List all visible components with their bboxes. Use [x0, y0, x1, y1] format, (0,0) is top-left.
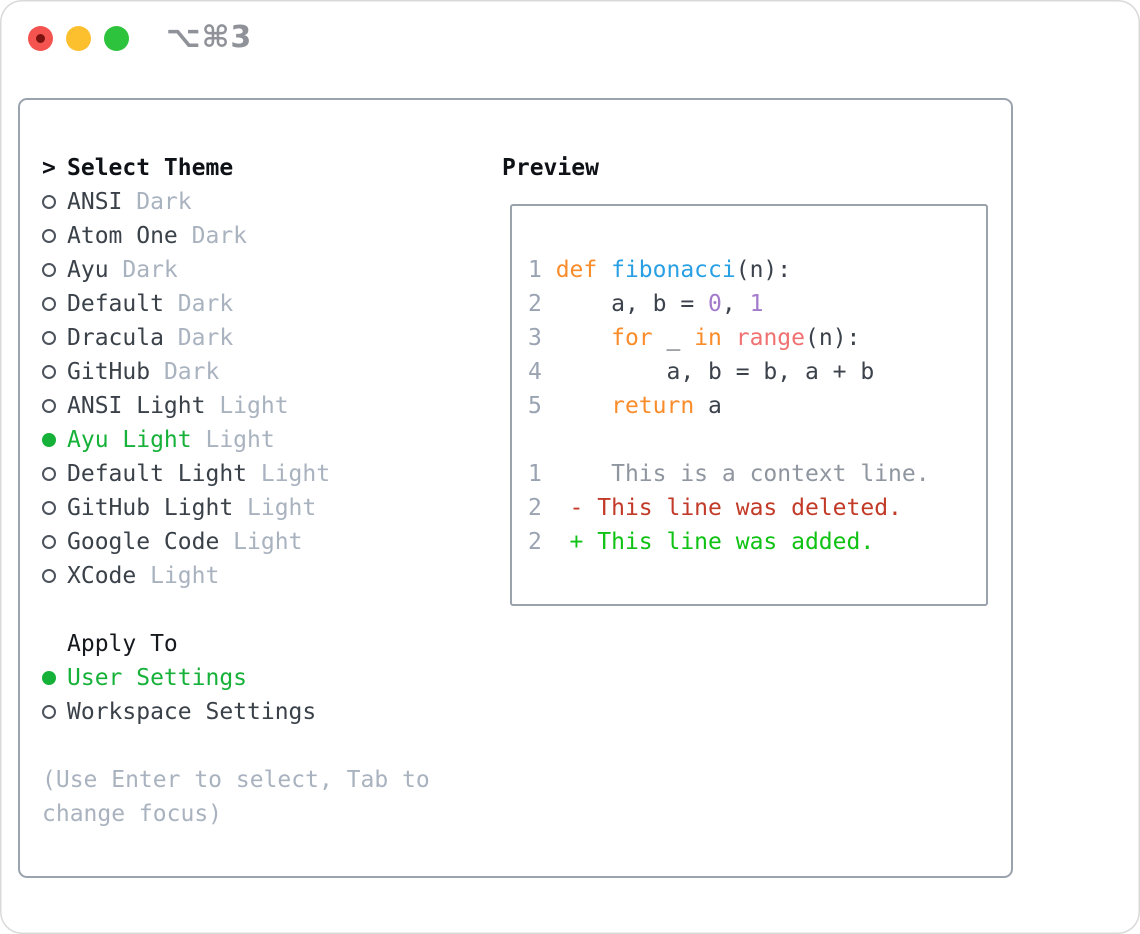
radio-icon [42, 569, 56, 583]
code-line: 4 a, b = b, a + b [528, 359, 875, 385]
titlebar: ⌥⌘3 [0, 0, 1140, 76]
spacer [42, 729, 430, 763]
theme-item-label: Google Code [67, 529, 220, 555]
select-theme-header-label: Select Theme [67, 155, 234, 181]
preview-header: Preview [502, 155, 599, 181]
code-line: 3 for _ in range(n): [528, 325, 861, 351]
radio-icon [42, 365, 56, 379]
theme-item-label: Default Light [67, 461, 248, 487]
theme-variant-label: Dark [163, 291, 234, 317]
theme-item-ayu-dark[interactable]: Ayu Dark [42, 253, 430, 287]
code-line: 1 def fibonacci(n): [528, 257, 792, 283]
focus-caret-icon: > [42, 155, 56, 181]
apply-option-user-settings[interactable]: User Settings [42, 661, 430, 695]
theme-item-label: Ayu [67, 257, 109, 283]
minimize-button[interactable] [66, 26, 91, 51]
apply-option-label: User Settings [67, 665, 248, 691]
theme-variant-label: Dark [177, 223, 248, 249]
theme-item-default-light-light[interactable]: Default Light Light [42, 457, 430, 491]
theme-item-xcode-light[interactable]: XCode Light [42, 559, 430, 593]
theme-item-default-dark[interactable]: Default Dark [42, 287, 430, 321]
unsaved-indicator-dot [36, 34, 45, 43]
code-line: 2 a, b = 0, 1 [528, 291, 764, 317]
radio-selected-icon [42, 433, 56, 447]
theme-item-label: Dracula [67, 325, 164, 351]
apply-option-label: Workspace Settings [67, 699, 317, 725]
theme-item-label: GitHub Light [67, 495, 234, 521]
theme-variant-label: Dark [150, 359, 220, 385]
theme-item-label: ANSI [67, 189, 123, 215]
code-line: 2 - This line was deleted. [528, 495, 902, 521]
code-line [528, 423, 986, 457]
theme-item-github-dark[interactable]: GitHub Dark [42, 355, 430, 389]
code-line: 1 This is a context line. [528, 461, 930, 487]
theme-item-github-light-light[interactable]: GitHub Light Light [42, 491, 430, 525]
theme-item-label: ANSI Light [67, 393, 206, 419]
radio-icon [42, 535, 56, 549]
theme-variant-label: Light [233, 495, 317, 521]
radio-icon [42, 297, 56, 311]
theme-variant-label: Dark [108, 257, 178, 283]
theme-item-label: Default [67, 291, 164, 317]
theme-variant-label: Light [219, 529, 303, 555]
radio-icon [42, 195, 56, 209]
theme-variant-label: Dark [122, 189, 192, 215]
help-text-line: change focus) [42, 801, 223, 827]
theme-item-ansi-light-light[interactable]: ANSI Light Light [42, 389, 430, 423]
code-line: 5 return a [528, 393, 722, 419]
preview-pane: 1 def fibonacci(n): 2 a, b = 0, 1 3 for _ … [510, 204, 988, 606]
radio-selected-icon [42, 671, 56, 685]
close-button[interactable] [28, 26, 53, 51]
theme-item-label: Ayu Light [67, 427, 192, 453]
help-text-line: (Use Enter to select, Tab to [42, 767, 430, 793]
code-line: 2 + This line was added. [528, 529, 875, 555]
radio-icon [42, 399, 56, 413]
theme-item-ayu-light-light[interactable]: Ayu Light Light [42, 423, 430, 457]
apply-option-workspace-settings[interactable]: Workspace Settings [42, 695, 430, 729]
radio-icon [42, 501, 56, 515]
theme-item-ansi-dark[interactable]: ANSI Dark [42, 185, 430, 219]
radio-icon [42, 705, 56, 719]
theme-variant-label: Light [247, 461, 331, 487]
zoom-button[interactable] [104, 26, 129, 51]
apply-to-header: Apply To [42, 627, 430, 661]
theme-item-atom-one-dark[interactable]: Atom One Dark [42, 219, 430, 253]
theme-item-label: Atom One [67, 223, 178, 249]
select-theme-header: > Select Theme [42, 151, 430, 185]
help-text: (Use Enter to select, Tab to change focus… [42, 763, 430, 831]
radio-icon [42, 263, 56, 277]
theme-item-label: XCode [67, 563, 137, 589]
theme-variant-label: Light [205, 393, 289, 419]
theme-variant-label: Light [136, 563, 220, 589]
window-title: ⌥⌘3 [166, 20, 253, 55]
theme-item-dracula-dark[interactable]: Dracula Dark [42, 321, 430, 355]
theme-item-label: GitHub [67, 359, 151, 385]
theme-variant-label: Dark [163, 325, 234, 351]
spacer [42, 593, 430, 627]
theme-variant-label: Light [191, 427, 275, 453]
radio-icon [42, 229, 56, 243]
radio-icon [42, 331, 56, 345]
radio-icon [42, 467, 56, 481]
apply-to-header-label: Apply To [67, 631, 178, 657]
theme-item-google-code-light[interactable]: Google Code Light [42, 525, 430, 559]
